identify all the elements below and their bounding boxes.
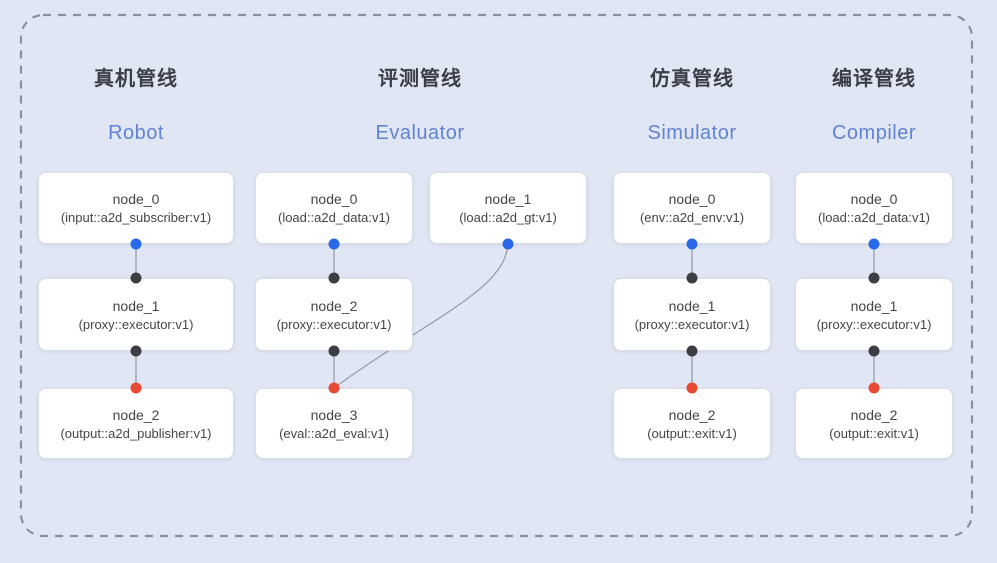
node-name: node_0 <box>850 191 898 207</box>
node-type: (output::exit:v1) <box>647 425 737 441</box>
node-name: node_0 <box>112 191 160 207</box>
node-card-simulator-node0: node_0 (env::a2d_env:v1) <box>613 172 771 244</box>
node-card-robot-node0: node_0 (input::a2d_subscriber:v1) <box>38 172 234 244</box>
node-type: (load::a2d_data:v1) <box>277 210 391 225</box>
node-name: node_2 <box>668 406 716 423</box>
node-card-simulator-node1: node_1 (proxy::executor:v1) <box>613 278 771 351</box>
node-name: node_1 <box>668 297 716 314</box>
node-type: (output::a2d_publisher:v1) <box>60 425 212 441</box>
node-name: node_1 <box>112 297 160 314</box>
node-name: node_2 <box>112 406 160 423</box>
node-name: node_3 <box>310 406 358 423</box>
node-type: (proxy::executor:v1) <box>276 316 392 332</box>
pipeline-title-en-robot: Robot <box>108 122 164 144</box>
node-type: (proxy::executor:v1) <box>816 316 932 332</box>
node-type: (input::a2d_subscriber:v1) <box>60 210 212 225</box>
node-card-evaluator-node0: node_0 (load::a2d_data:v1) <box>255 172 413 244</box>
node-type: (proxy::executor:v1) <box>634 316 750 332</box>
node-card-evaluator-node2: node_2 (proxy::executor:v1) <box>255 278 413 351</box>
node-type: (proxy::executor:v1) <box>78 316 194 332</box>
node-type: (env::a2d_env:v1) <box>639 210 745 225</box>
pipeline-title-en-compiler: Compiler <box>831 122 917 144</box>
node-type: (output::exit:v1) <box>829 425 919 441</box>
node-name: node_1 <box>484 191 532 207</box>
node-name: node_0 <box>668 191 716 207</box>
node-card-evaluator-node1: node_1 (load::a2d_gt:v1) <box>429 172 587 244</box>
node-card-evaluator-node3: node_3 (eval::a2d_eval:v1) <box>255 388 413 459</box>
node-type: (load::a2d_gt:v1) <box>459 210 557 225</box>
node-name: node_2 <box>310 297 358 314</box>
pipeline-title-zh-evaluator: 评测管线 <box>378 68 462 90</box>
node-card-robot-node2: node_2 (output::a2d_publisher:v1) <box>38 388 234 459</box>
pipeline-title-zh-robot: 真机管线 <box>94 68 178 90</box>
node-name: node_0 <box>310 191 358 207</box>
node-type: (load::a2d_data:v1) <box>817 210 931 225</box>
node-card-compiler-node1: node_1 (proxy::executor:v1) <box>795 278 953 351</box>
node-card-compiler-node0: node_0 (load::a2d_data:v1) <box>795 172 953 244</box>
node-card-robot-node1: node_1 (proxy::executor:v1) <box>38 278 234 351</box>
node-card-compiler-node2: node_2 (output::exit:v1) <box>795 388 953 459</box>
node-name: node_2 <box>850 406 898 423</box>
node-name: node_1 <box>850 297 898 314</box>
pipeline-title-en-evaluator: Evaluator <box>375 122 465 144</box>
node-card-simulator-node2: node_2 (output::exit:v1) <box>613 388 771 459</box>
pipeline-title-zh-compiler: 编译管线 <box>832 68 916 90</box>
node-type: (eval::a2d_eval:v1) <box>279 425 389 441</box>
